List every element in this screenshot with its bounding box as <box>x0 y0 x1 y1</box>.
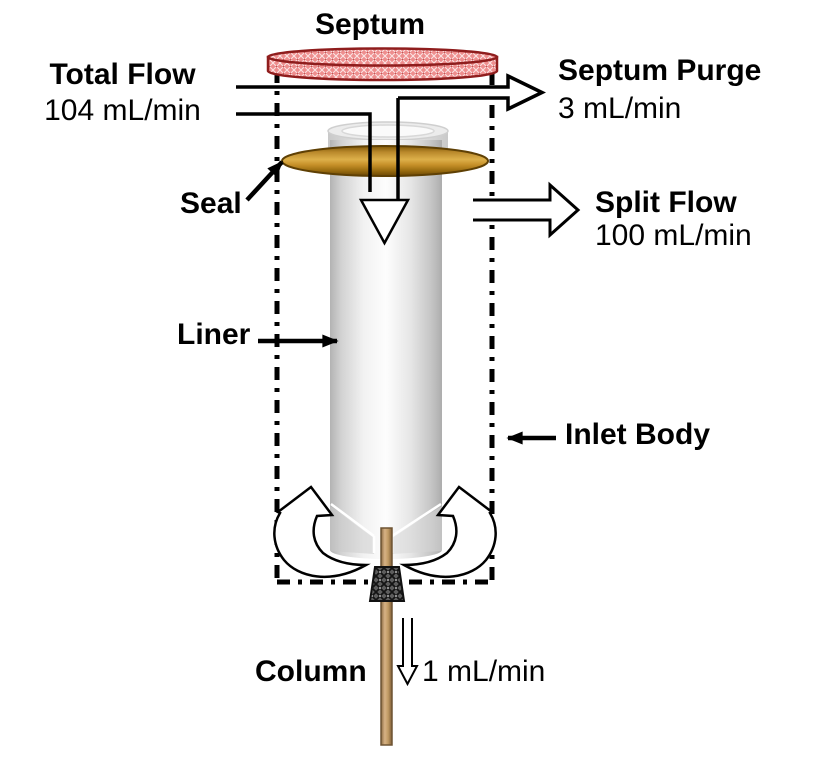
split-flow-arrow <box>473 181 581 239</box>
septum-disc <box>266 47 499 82</box>
liner-tube <box>330 140 442 559</box>
column-flow-arrow <box>396 618 419 687</box>
split-flow-value: 100 mL/min <box>595 219 752 252</box>
column-label: Column <box>255 655 367 688</box>
total-flow-label: Total Flow <box>49 58 196 91</box>
liner-label: Liner <box>177 318 251 351</box>
carrier-down-arrow <box>358 198 411 246</box>
septum-label: Septum <box>314 8 425 41</box>
column-tube <box>380 527 393 746</box>
total-flow-line <box>236 112 372 192</box>
total-flow-value: 104 mL/min <box>44 94 201 127</box>
seal-label: Seal <box>180 187 242 220</box>
seal-pointer-arrow <box>245 160 284 202</box>
ferrule <box>368 566 406 602</box>
split-flow-label: Split Flow <box>595 186 737 219</box>
split-recirculation-arrow-right <box>399 485 497 579</box>
liner-funnel <box>330 502 442 554</box>
inlet-body-label: Inlet Body <box>565 418 711 451</box>
septum-purge-arrow <box>236 73 547 112</box>
inlet-seal <box>281 145 489 177</box>
column-flow-value: 1 mL/min <box>422 655 546 688</box>
split-recirculation-arrow-left <box>273 485 371 579</box>
septum-purge-value: 3 mL/min <box>558 92 682 125</box>
septum-purge-label: Septum Purge <box>558 54 762 87</box>
